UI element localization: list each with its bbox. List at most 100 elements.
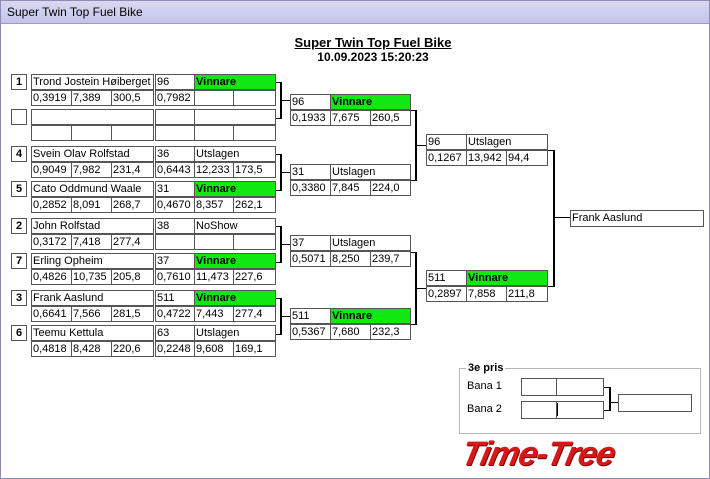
r2-elapsed-time[interactable]: 7,680 — [330, 324, 371, 340]
r2-top-speed[interactable]: 232,3 — [370, 324, 411, 340]
lane-elapsed-time[interactable]: 11,473 — [194, 269, 234, 285]
result-status[interactable]: Utslagen — [194, 325, 276, 341]
lane-reaction-time[interactable]: 0,2248 — [155, 341, 195, 357]
reaction-time[interactable]: 0,4818 — [31, 341, 72, 357]
r2-number[interactable]: 31 — [290, 164, 331, 180]
r2-reaction-time[interactable]: 0,1933 — [290, 110, 331, 126]
r2-elapsed-time[interactable]: 8,250 — [330, 251, 371, 267]
lane-top-speed[interactable] — [233, 125, 276, 141]
reaction-time[interactable] — [31, 125, 72, 141]
semi-top-speed[interactable]: 211,8 — [506, 286, 548, 302]
r2-number[interactable]: 96 — [290, 94, 331, 110]
lane-elapsed-time[interactable]: 8,357 — [194, 197, 234, 213]
r2-top-speed[interactable]: 239,7 — [370, 251, 411, 267]
result-status[interactable]: Vinnare — [194, 74, 276, 90]
lane-elapsed-time[interactable] — [194, 234, 234, 250]
driver-name[interactable]: Trond Jostein Høiberget — [31, 74, 154, 90]
r2-result[interactable]: Utslagen — [330, 235, 411, 251]
r2-result[interactable]: Vinnare — [330, 308, 411, 324]
elapsed-time[interactable]: 7,982 — [71, 162, 112, 178]
lane2-input-b[interactable] — [556, 401, 604, 419]
lane2-input-a[interactable] — [521, 401, 557, 419]
elapsed-time[interactable]: 8,091 — [71, 197, 112, 213]
elapsed-time[interactable]: 10,735 — [71, 269, 112, 285]
r2-top-speed[interactable]: 260,5 — [370, 110, 411, 126]
semi-elapsed-time[interactable]: 13,942 — [466, 150, 507, 166]
lane-top-speed[interactable]: 277,4 — [233, 306, 276, 322]
top-speed[interactable]: 300,5 — [111, 90, 154, 106]
result-status[interactable]: Vinnare — [194, 253, 276, 269]
lane-reaction-time[interactable] — [155, 234, 195, 250]
lane-top-speed[interactable]: 173,5 — [233, 162, 276, 178]
driver-name[interactable]: Cato Oddmund Waale — [31, 181, 154, 197]
lane-reaction-time[interactable]: 0,7982 — [155, 90, 195, 106]
lane-elapsed-time[interactable] — [194, 125, 234, 141]
r2-result[interactable]: Utslagen — [330, 164, 411, 180]
top-speed[interactable]: 220,6 — [111, 341, 154, 357]
r2-reaction-time[interactable]: 0,5367 — [290, 324, 331, 340]
lane-reaction-time[interactable]: 0,4670 — [155, 197, 195, 213]
semi-number[interactable]: 96 — [426, 134, 467, 150]
lane1-input-a[interactable] — [521, 378, 557, 396]
lane-reaction-time[interactable]: 0,4722 — [155, 306, 195, 322]
title-bar[interactable]: Super Twin Top Fuel Bike — [1, 1, 709, 24]
lane-top-speed[interactable]: 227,6 — [233, 269, 276, 285]
elapsed-time[interactable] — [71, 125, 112, 141]
lane-number[interactable]: 38 — [155, 218, 195, 234]
elapsed-time[interactable]: 7,418 — [71, 234, 112, 250]
lane-top-speed[interactable]: 169,1 — [233, 341, 276, 357]
driver-name[interactable] — [31, 109, 154, 125]
semi-reaction-time[interactable]: 0,1267 — [426, 150, 467, 166]
top-speed[interactable]: 268,7 — [111, 197, 154, 213]
lane-number[interactable]: 96 — [155, 74, 195, 90]
r2-number[interactable]: 37 — [290, 235, 331, 251]
r2-reaction-time[interactable]: 0,3380 — [290, 180, 331, 196]
reaction-time[interactable]: 0,4826 — [31, 269, 72, 285]
reaction-time[interactable]: 0,2852 — [31, 197, 72, 213]
lane-elapsed-time[interactable]: 9,608 — [194, 341, 234, 357]
lane-number[interactable]: 31 — [155, 181, 195, 197]
semi-top-speed[interactable]: 94,4 — [506, 150, 548, 166]
elapsed-time[interactable]: 7,389 — [71, 90, 112, 106]
reaction-time[interactable]: 0,3172 — [31, 234, 72, 250]
driver-name[interactable]: Erling Opheim — [31, 253, 154, 269]
lane1-input-b[interactable] — [556, 378, 604, 396]
r2-result[interactable]: Vinnare — [330, 94, 411, 110]
top-speed[interactable]: 277,4 — [111, 234, 154, 250]
driver-name[interactable]: John Rolfstad — [31, 218, 154, 234]
r2-reaction-time[interactable]: 0,5071 — [290, 251, 331, 267]
top-speed[interactable] — [111, 125, 154, 141]
lane-number[interactable]: 63 — [155, 325, 195, 341]
reaction-time[interactable]: 0,3919 — [31, 90, 72, 106]
top-speed[interactable]: 205,8 — [111, 269, 154, 285]
final-winner[interactable]: Frank Aaslund — [570, 210, 704, 227]
semi-elapsed-time[interactable]: 7,858 — [466, 286, 507, 302]
r2-elapsed-time[interactable]: 7,845 — [330, 180, 371, 196]
reaction-time[interactable]: 0,9049 — [31, 162, 72, 178]
elapsed-time[interactable]: 7,566 — [71, 306, 112, 322]
lane-top-speed[interactable] — [233, 90, 276, 106]
driver-name[interactable]: Teemu Kettula — [31, 325, 154, 341]
lane-elapsed-time[interactable]: 7,443 — [194, 306, 234, 322]
semi-result[interactable]: Vinnare — [466, 270, 548, 286]
result-status[interactable]: Vinnare — [194, 290, 276, 306]
result-status[interactable]: Utslagen — [194, 146, 276, 162]
result-status[interactable] — [194, 109, 276, 125]
lane-number[interactable]: 37 — [155, 253, 195, 269]
lane-reaction-time[interactable] — [155, 125, 195, 141]
semi-number[interactable]: 511 — [426, 270, 467, 286]
lane-elapsed-time[interactable] — [194, 90, 234, 106]
result-status[interactable]: NoShow — [194, 218, 276, 234]
lane-reaction-time[interactable]: 0,6443 — [155, 162, 195, 178]
r2-elapsed-time[interactable]: 7,675 — [330, 110, 371, 126]
semi-reaction-time[interactable]: 0,2897 — [426, 286, 467, 302]
r2-number[interactable]: 511 — [290, 308, 331, 324]
top-speed[interactable]: 231,4 — [111, 162, 154, 178]
r2-top-speed[interactable]: 224,0 — [370, 180, 411, 196]
result-status[interactable]: Vinnare — [194, 181, 276, 197]
semi-result[interactable]: Utslagen — [466, 134, 548, 150]
lane-top-speed[interactable]: 262,1 — [233, 197, 276, 213]
elapsed-time[interactable]: 8,428 — [71, 341, 112, 357]
driver-name[interactable]: Frank Aaslund — [31, 290, 154, 306]
lane-elapsed-time[interactable]: 12,233 — [194, 162, 234, 178]
